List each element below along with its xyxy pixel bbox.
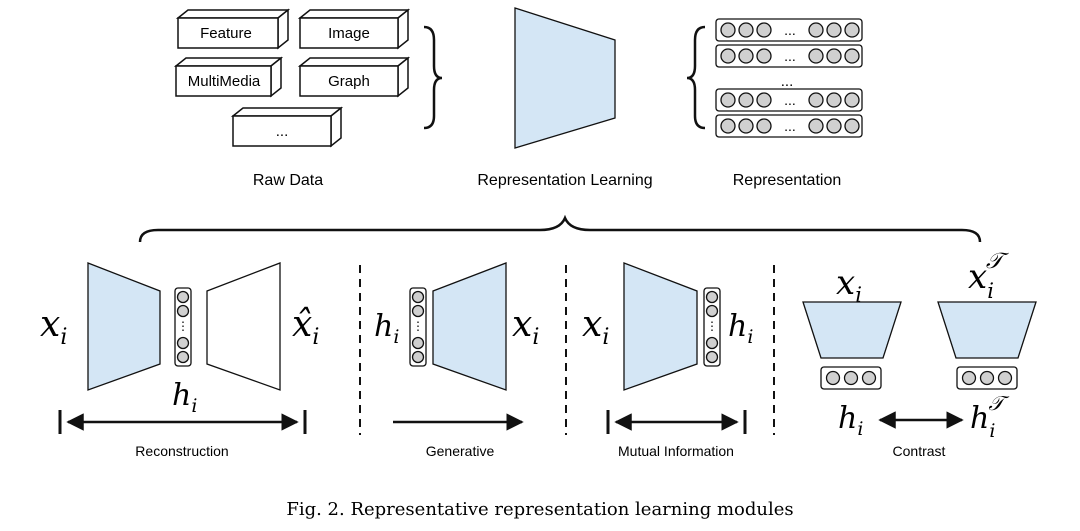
representation-node [826, 22, 842, 38]
representation-node [844, 22, 860, 38]
representation-row-ellipsis: ... [784, 118, 796, 134]
representation-row: ... [715, 114, 863, 138]
svg-text:⋮: ⋮ [706, 319, 718, 333]
feature-box: Feature [175, 8, 291, 50]
encoder-trapezoid [514, 7, 616, 149]
representation-row: ... [715, 88, 863, 112]
contrast-encoder-right [937, 301, 1037, 359]
generative-label: Generative [426, 443, 495, 459]
mutual-information-output: hi [728, 309, 753, 348]
mutual-information-encoder [623, 262, 698, 391]
representation-group: ............ ... Representation [686, 18, 863, 189]
reconstruction-input: xi [40, 304, 67, 350]
representation-ellipsis: ... [781, 73, 794, 90]
mutual-information-label: Mutual Information [618, 443, 734, 459]
image-label: Image [328, 25, 370, 42]
representation-node [826, 118, 842, 134]
raw-data-brace [423, 25, 443, 130]
representation-node [738, 48, 754, 64]
raw-data-label: Raw Data [253, 172, 323, 189]
representation-node [844, 48, 860, 64]
feature-label: Feature [200, 25, 252, 42]
contrast-x-aug-label: xi𝒯 [968, 249, 1010, 303]
reconstruction-hidden-label: hi [172, 378, 197, 417]
mutual-information-hidden-vector: ⋮ [703, 287, 721, 367]
contrast-h-aug-label: hi𝒯 [970, 391, 1010, 442]
representation-node [844, 92, 860, 108]
reconstruction-encoder [87, 262, 161, 391]
representation-node [826, 48, 842, 64]
modules-brace [138, 214, 982, 243]
representation-row: ... [715, 44, 863, 68]
representation-node [720, 48, 736, 64]
reconstruction-decoder [206, 262, 281, 391]
reconstruction-output: x̂i [292, 304, 319, 350]
representation-row-ellipsis: ... [784, 48, 796, 64]
raw-data-group: Feature Image MultiMedia Graph . [173, 8, 443, 189]
representation-learning-label: Representation Learning [477, 172, 652, 189]
representation-node [808, 92, 824, 108]
image-box: Image [297, 8, 411, 50]
representation-rows: ............ [715, 18, 863, 138]
representation-row-ellipsis: ... [784, 92, 796, 108]
contrast-hidden-vector-right [956, 366, 1018, 390]
contrast-h-label: hi [838, 401, 863, 440]
representation-brace [686, 25, 706, 130]
svg-text:⋮: ⋮ [412, 319, 424, 333]
representation-node [756, 22, 772, 38]
generative-hidden-vector: ⋮ [409, 287, 427, 367]
representation-node [808, 22, 824, 38]
representation-row-ellipsis: ... [784, 22, 796, 38]
representation-label: Representation [733, 172, 842, 189]
graph-box: Graph [297, 56, 411, 98]
ellipsis-box: ... [230, 106, 344, 148]
generative-module: hi ⋮ xi Generative [374, 262, 539, 459]
contrast-hidden-vector-left [820, 366, 882, 390]
generative-output: xi [512, 304, 539, 350]
contrast-x-label: xi [836, 263, 862, 307]
representation-node [844, 118, 860, 134]
representation-learning-group: Representation Learning [477, 7, 653, 189]
representation-node [808, 118, 824, 134]
multimedia-box: MultiMedia [173, 56, 284, 98]
representation-node [720, 22, 736, 38]
multimedia-label: MultiMedia [188, 73, 261, 90]
graph-label: Graph [328, 73, 370, 90]
reconstruction-module: xi ⋮ x̂i hi Reconstruction [40, 262, 319, 459]
representation-node [720, 92, 736, 108]
representation-node [756, 48, 772, 64]
representation-node [738, 118, 754, 134]
ellipsis-label: ... [276, 123, 289, 140]
representation-node [808, 48, 824, 64]
representation-node [738, 22, 754, 38]
representation-node [720, 118, 736, 134]
generative-input: hi [374, 309, 399, 348]
contrast-module: xi xi𝒯 hi hi𝒯 Contrast [802, 249, 1037, 459]
mutual-information-module: xi ⋮ hi Mutual Information [582, 262, 753, 459]
reconstruction-label: Reconstruction [135, 443, 228, 459]
generative-decoder [432, 262, 507, 391]
representation-node [826, 92, 842, 108]
representation-row: ... [715, 18, 863, 42]
mutual-information-input: xi [582, 304, 609, 350]
contrast-label: Contrast [893, 443, 946, 459]
reconstruction-hidden-vector: ⋮ [174, 287, 192, 367]
representation-node [738, 92, 754, 108]
representation-node [756, 118, 772, 134]
svg-text:⋮: ⋮ [177, 319, 189, 333]
figure-caption: Fig. 2. Representative representation le… [286, 499, 793, 520]
representation-node [756, 92, 772, 108]
contrast-encoder-left [802, 301, 902, 359]
